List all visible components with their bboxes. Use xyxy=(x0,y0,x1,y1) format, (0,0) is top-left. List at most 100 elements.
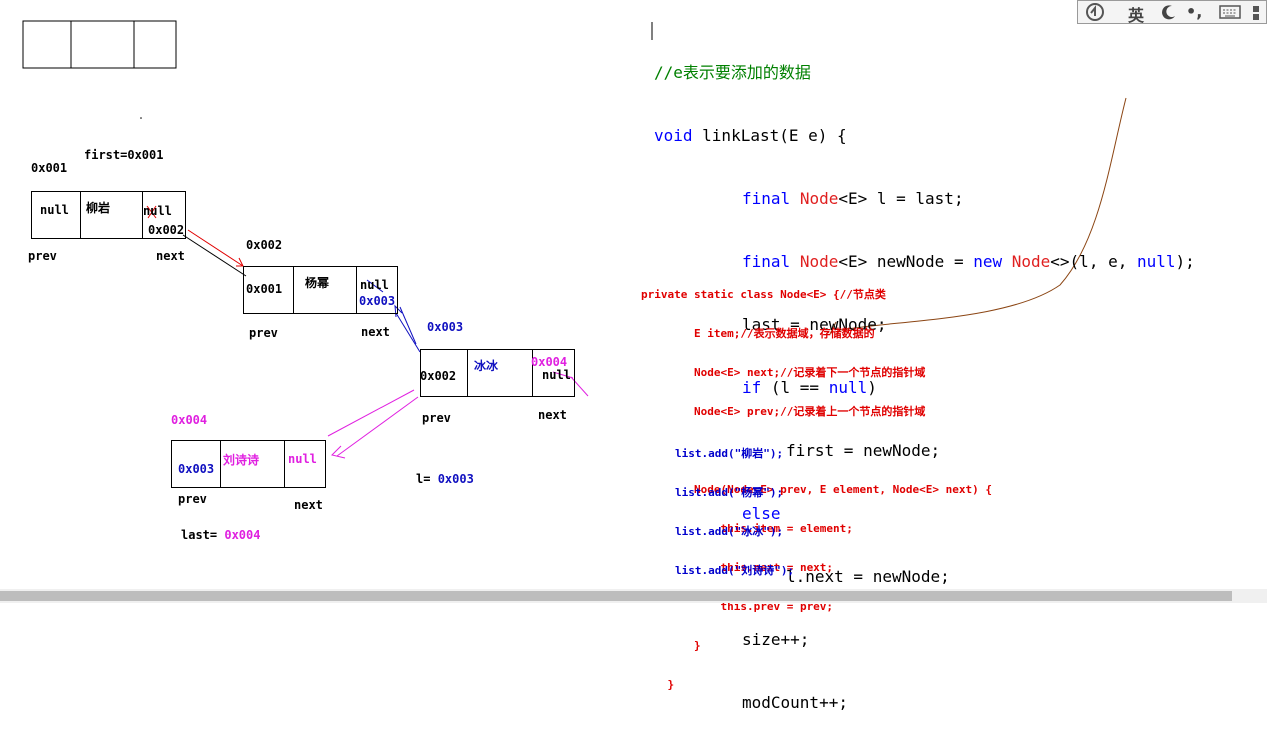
code-token: <E> l = last; xyxy=(838,189,964,208)
link-node2-node3-blue xyxy=(395,312,421,353)
code-token: first = newNode; xyxy=(786,441,941,460)
code-token: null xyxy=(1136,252,1176,271)
node-4-prev-caption: prev xyxy=(178,492,207,506)
node-2-prev: 0x001 xyxy=(246,282,283,296)
node-1 xyxy=(31,191,186,239)
list-add-code: list.add("柳岩"); list.add("杨幂"); list.add… xyxy=(675,421,794,590)
node-3-prev-caption: prev xyxy=(422,411,451,425)
code-token: (l == xyxy=(761,378,829,397)
node-1-item: 柳岩 xyxy=(86,201,111,215)
cross-out-red xyxy=(147,205,157,219)
list-add-line: list.add("冰冰"); xyxy=(675,525,784,538)
last-pointer-prefix: last= xyxy=(181,528,225,542)
node-4-divider xyxy=(284,441,285,487)
node-class-line: Node<E> prev;//记录着上一个节点的指针域 xyxy=(641,405,926,418)
code-line: last = newNode; xyxy=(654,314,1195,335)
node-class-line: this.item = element; xyxy=(641,522,853,535)
code-token: if xyxy=(742,378,762,397)
code-line-signature: void linkLast(E e) { xyxy=(654,125,1195,146)
code-token: Node xyxy=(799,252,839,271)
code-token: ); xyxy=(1175,252,1195,271)
code-token: Node xyxy=(1011,252,1051,271)
node-2-next-old: null xyxy=(360,278,389,292)
code-token: Node xyxy=(799,189,839,208)
keyboard-icon[interactable] xyxy=(1219,4,1241,24)
node-2-prev-caption: prev xyxy=(249,326,278,340)
stroke-magenta xyxy=(570,376,589,397)
link-node1-node2-black xyxy=(182,234,247,277)
arrowhead-magenta xyxy=(331,445,346,459)
scrollbar-thumb[interactable] xyxy=(0,591,1232,601)
ime-language-toggle[interactable]: 英 xyxy=(1128,6,1145,25)
node-4-prev: 0x003 xyxy=(178,462,215,476)
code-token: linkLast(E e) { xyxy=(692,126,847,145)
node-3-divider xyxy=(467,350,468,396)
last-pointer-label: last= 0x004 xyxy=(181,528,260,542)
node3-address: 0x003 xyxy=(427,320,464,334)
node-class-line: E item;//表示数据域，存储数据的 xyxy=(641,327,875,340)
horizontal-scrollbar[interactable] xyxy=(0,589,1267,603)
node-1-prev: null xyxy=(40,203,69,217)
l-pointer-prefix: l= xyxy=(416,472,438,486)
code-line: first = newNode; xyxy=(654,440,1195,461)
node-1-next-new: 0x002 xyxy=(148,223,185,237)
code-comment: //e表示要添加的数据 xyxy=(654,62,1195,83)
node-class-line: Node(Node<E> prev, E element, Node<E> ne… xyxy=(641,483,992,496)
link-node3-node4-magenta xyxy=(336,396,419,457)
node-class-line: Node<E> next;//记录着下一个节点的指针域 xyxy=(641,366,926,379)
ime-toolbar: 英 •, xyxy=(1077,0,1267,27)
node-class-line: } xyxy=(641,639,701,652)
node-4-divider xyxy=(220,441,221,487)
more-icon[interactable] xyxy=(1252,5,1266,25)
moon-icon[interactable] xyxy=(1160,3,1178,25)
node2-address: 0x002 xyxy=(246,238,283,252)
node-4-item: 刘诗诗 xyxy=(223,453,260,467)
node-1-divider xyxy=(80,192,81,238)
punctuation-toggle[interactable]: •, xyxy=(1186,2,1203,21)
code-token: ) xyxy=(867,378,877,397)
node-1-prev-caption: prev xyxy=(28,249,57,263)
code-line: l.next = newNode; xyxy=(654,566,1195,587)
node-2-next-new: 0x003 xyxy=(359,294,396,308)
node-3-next-old: 0x004 xyxy=(531,355,568,369)
node-2 xyxy=(243,266,398,314)
node-4-next-caption: next xyxy=(294,498,323,512)
l-pointer-label: l= 0x003 xyxy=(416,472,474,486)
link-node1-node2-red xyxy=(187,229,244,267)
node-3-divider xyxy=(532,350,533,396)
node-2-item: 杨幂 xyxy=(305,276,330,290)
node-4 xyxy=(171,440,326,488)
stray-dot xyxy=(140,117,142,119)
code-line: if (l == null) xyxy=(654,377,1195,398)
code-token: l.next = newNode; xyxy=(786,567,950,586)
code-token: <E> newNode = xyxy=(838,252,974,271)
code-token: new xyxy=(973,252,1003,271)
code-line: final Node<E> l = last; xyxy=(654,188,1195,209)
code-token: final xyxy=(742,252,791,271)
last-pointer-value: 0x004 xyxy=(224,528,261,542)
diagram-canvas xyxy=(22,20,1127,459)
list-add-line: list.add("柳岩"); xyxy=(675,447,784,460)
node-class-line: } xyxy=(641,678,675,691)
code-comment-text: //e表示要添加的数据 xyxy=(654,63,811,82)
code-token: <>(l, e, xyxy=(1050,252,1137,271)
node-1-divider xyxy=(142,192,143,238)
list-add-line: list.add("杨幂"); xyxy=(675,486,784,499)
node-4-next: null xyxy=(288,452,317,466)
ime-logo-icon[interactable] xyxy=(1084,1,1106,27)
node-2-divider xyxy=(356,267,357,313)
code-token: null xyxy=(828,378,868,397)
cross-out-magenta xyxy=(552,371,574,379)
node4-address: 0x004 xyxy=(171,413,208,427)
code-token: else xyxy=(742,504,781,523)
l-pointer-value: 0x003 xyxy=(437,472,474,486)
node-1-next-old: null xyxy=(143,204,172,218)
node-3-item: 冰冰 xyxy=(474,359,499,373)
node-2-divider xyxy=(293,267,294,313)
first-label: first=0x001 xyxy=(84,148,164,162)
cross-out-blue xyxy=(366,279,384,293)
code-line: final Node<E> newNode = new Node<>(l, e,… xyxy=(654,251,1195,272)
node-2-next-caption: next xyxy=(361,325,390,339)
node-3-next-caption: next xyxy=(538,408,567,422)
node-3 xyxy=(420,349,575,397)
